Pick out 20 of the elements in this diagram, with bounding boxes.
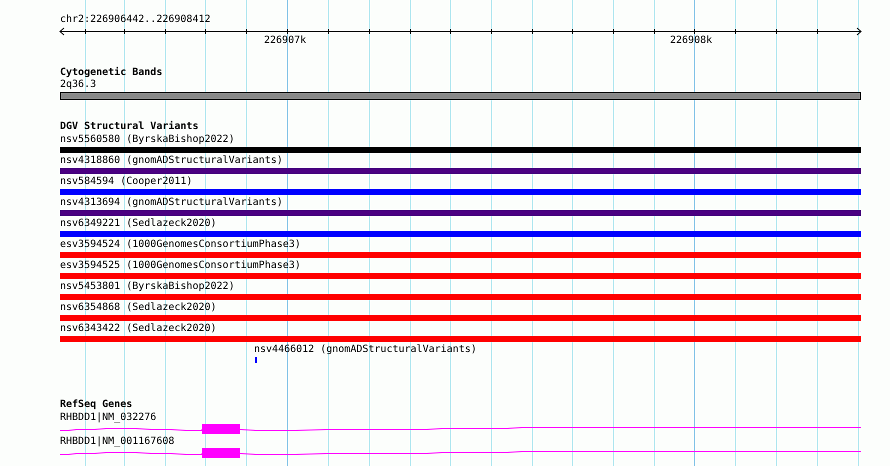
variant-label: nsv4313694 (gnomADStructuralVariants) [60,197,283,209]
variant-label: nsv584594 (Cooper2011) [60,176,192,188]
variant-label: nsv6343422 (Sedlazeck2020) [60,323,217,335]
variant-label: nsv4318860 (gnomADStructuralVariants) [60,155,283,167]
variant-label: esv3594524 (1000GenomesConsortiumPhase3) [60,239,301,251]
variant-label: nsv6354868 (Sedlazeck2020) [60,302,217,314]
band-label: 2q36.3 [60,79,96,91]
tick-label: 226908k [670,35,712,47]
variant-label: nsv5453801 (ByrskaBishop2022) [60,281,235,293]
track-title: Cytogenetic Bands [60,67,162,79]
variant-label: esv3594525 (1000GenomesConsortiumPhase3) [60,260,301,272]
tick-label: 226907k [264,35,306,47]
gene-label: RHBDD1|NM_001167608 [60,436,174,448]
variant-label: nsv6349221 (Sedlazeck2020) [60,218,217,230]
track-title: DGV Structural Variants [60,121,198,133]
variant-label: nsv5560580 (ByrskaBishop2022) [60,134,235,146]
gene-label: RHBDD1|NM_032276 [60,412,156,424]
variant-label: nsv4466012 (gnomADStructuralVariants) [254,344,477,356]
track-title: RefSeq Genes [60,399,132,411]
ruler-range-label: chr2:226906442..226908412 [60,14,211,26]
